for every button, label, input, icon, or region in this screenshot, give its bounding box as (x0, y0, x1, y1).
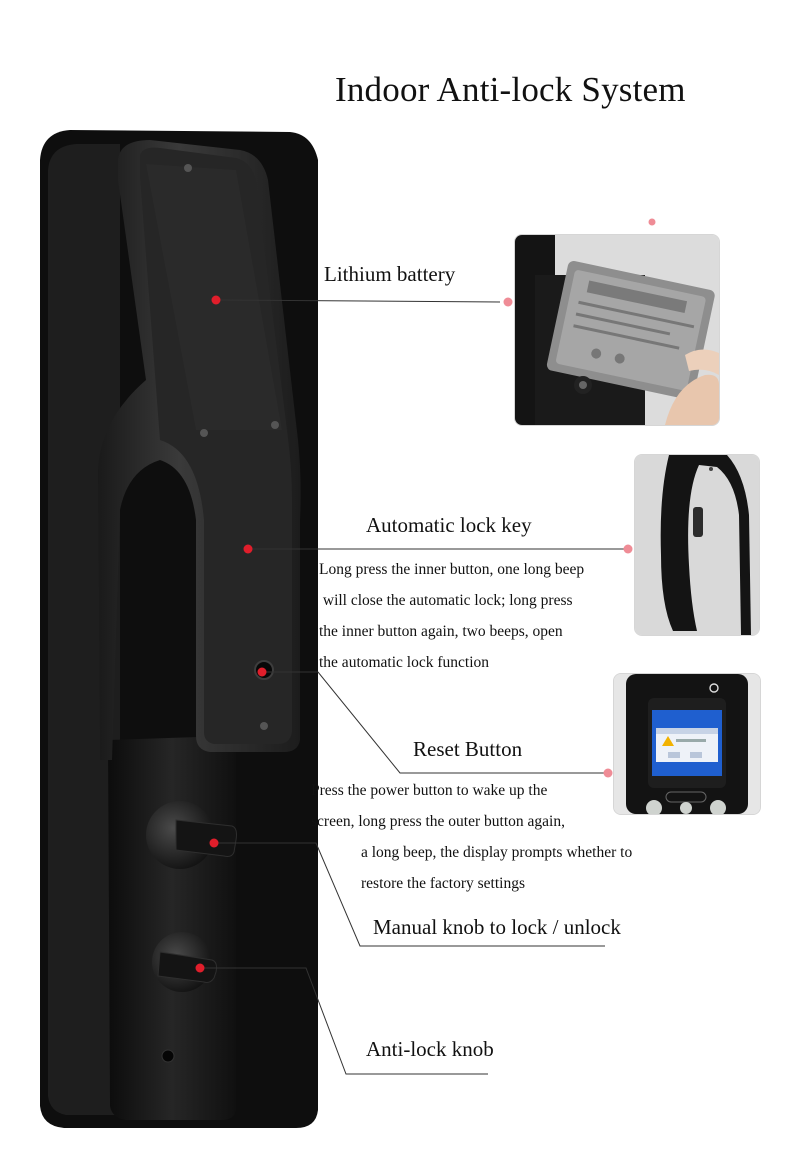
reset-button-photo (613, 673, 761, 815)
auto-lock-description: Long press the inner button, one long be… (319, 554, 584, 678)
reset-description: Press the power button to wake up the sc… (311, 775, 632, 899)
anti-lock-label: Anti-lock knob (366, 1037, 494, 1061)
description-line: Long press the inner button, one long be… (319, 561, 585, 578)
reset-label: Reset Button (413, 737, 523, 761)
description-line: Press the power button to wake up the (311, 782, 548, 799)
description-line: restore the factory settings (361, 875, 525, 892)
description-line: a long beep, the display prompts whether… (361, 844, 633, 861)
page-title: Indoor Anti-lock System (335, 70, 686, 109)
auto-lock-label: Automatic lock key (366, 513, 532, 537)
battery-label: Lithium battery (324, 262, 456, 286)
lower-plate (108, 736, 236, 1120)
description-line: the inner button again, two beeps, open (319, 623, 563, 640)
description-line: will close the automatic lock; long pres… (319, 592, 573, 609)
manual-knob-label: Manual knob to lock / unlock (373, 915, 621, 939)
auto-lock-key-photo (634, 454, 760, 636)
description-line: the automatic lock function (319, 654, 490, 671)
battery-photo (514, 234, 720, 426)
description-line: screen, long press the outer button agai… (311, 813, 565, 830)
